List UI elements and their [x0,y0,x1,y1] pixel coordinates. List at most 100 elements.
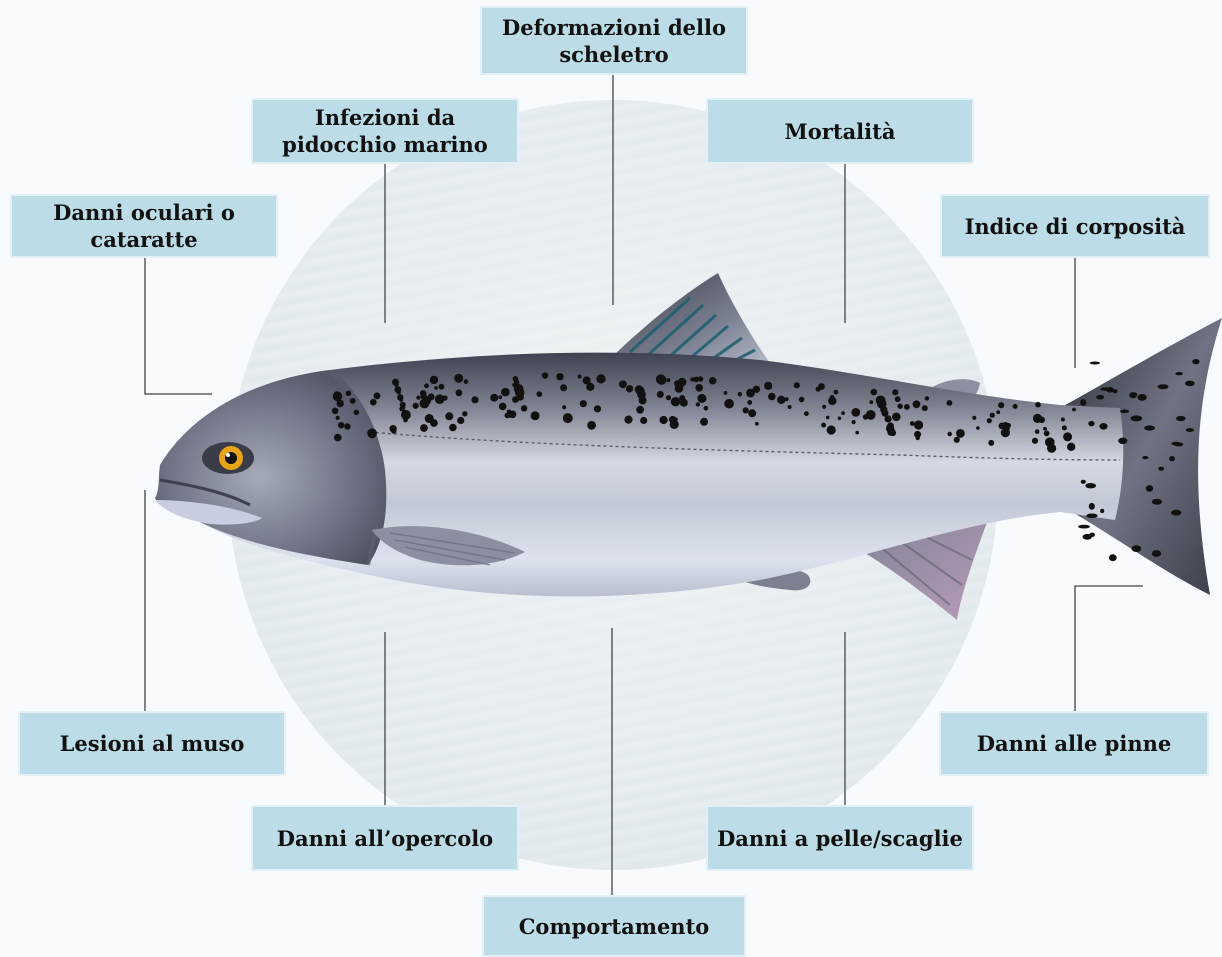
dorsal-fin [612,273,772,366]
fish-spot [738,392,743,397]
fish-spot [370,399,377,406]
fish-spot [695,384,703,392]
fish-spot [336,416,340,420]
fish-spot [999,423,1006,430]
fish-spot [501,389,507,395]
fish-spot [947,400,953,406]
label-mortality: Mortalità [706,98,974,164]
label-eye-damage: Danni oculari o cataratte [10,194,278,258]
fish-spot [471,396,478,403]
tail-spot [1118,438,1127,444]
fish-spot [852,420,856,424]
fish-spot [1032,438,1038,444]
fish-spot [870,400,874,404]
fish-spot [636,406,644,414]
fish-spot [442,395,447,400]
fish-spot [947,432,952,437]
fish-spot [1043,427,1047,431]
fish-spot [1035,429,1040,434]
fish-spot [784,397,788,401]
fish-spot [700,418,708,426]
tail-spot [1171,510,1181,516]
fish-spot [346,391,351,396]
fish-spot [913,400,921,408]
fish-spot [660,416,668,424]
tail-spot [1186,428,1194,432]
fish-spot [666,395,671,400]
fish-spot [464,379,469,384]
fish-spot [1035,402,1041,408]
fish-spot [841,411,845,415]
tail-spot [1158,384,1169,389]
label-fins: Danni alle pinne [939,711,1209,776]
fish-spot [709,377,716,384]
fish-spot [350,398,356,404]
fish-eye [202,442,254,474]
fish-spot [866,410,876,420]
fish-spot [587,421,596,430]
fish-spot [671,397,680,406]
fish-spot [556,373,563,380]
fish-spot [956,429,965,438]
fish-spot [439,384,445,390]
fish-spot [521,405,527,411]
fish-spot [998,402,1004,408]
fish-spot [562,405,566,409]
fish-spot [334,434,342,442]
fish-spot [916,436,920,440]
tail-spot [1106,387,1114,393]
fish-spot [799,397,805,403]
fish-spot [747,400,752,405]
fish-spot [1044,430,1050,436]
fish-spot [509,411,517,419]
fish-spot [897,404,902,409]
tail-spot [1192,359,1199,364]
fish-spot [402,405,406,409]
fish-spot [560,384,567,391]
tail-spot [1152,499,1162,505]
fish-spot [777,396,785,404]
fish-spot [457,417,464,424]
tail-spot [1100,509,1104,513]
tail-spot [1138,394,1147,401]
label-operculum: Danni all’opercolo [251,805,519,871]
tail-spot [1109,554,1117,561]
tail-spot [1089,533,1095,537]
fish-spot [354,410,359,415]
fish-spot [794,382,800,388]
fish-spot [666,378,670,382]
fish-spot [657,391,664,398]
fish-spot [925,396,929,400]
tail-spot [1089,503,1095,510]
fish-spot [430,376,438,384]
fish-spot [397,390,401,394]
label-sea-lice: Infezioni da pidocchio marino [251,98,519,164]
fish-spot [454,374,463,383]
fish-spot [421,393,427,399]
fish-spot [580,400,587,407]
fish-spot [1061,418,1065,422]
tail-spot [1144,425,1155,430]
fish-spot [428,393,435,400]
fish-spot [914,420,923,429]
fish-spot [990,413,995,418]
fish-spot [822,405,826,409]
fish-spot [1072,408,1076,412]
fish-spot [768,393,776,401]
fish-spot [1067,443,1075,451]
tail-spot [1081,480,1086,484]
tail-spot [1129,392,1137,398]
tail-spot [1090,362,1100,365]
tail-spot [1096,395,1104,400]
fish-spot [746,389,755,398]
fish-spot [1013,404,1018,409]
tail-spot [1146,485,1153,492]
fish-spot [640,417,647,424]
fish-spot [542,372,548,378]
fish-spot [675,384,684,393]
fish-spot [416,396,420,400]
fish-spot [531,411,540,420]
fish-spot [338,422,344,428]
fish-spot [596,374,605,383]
fish-spot [374,392,381,399]
